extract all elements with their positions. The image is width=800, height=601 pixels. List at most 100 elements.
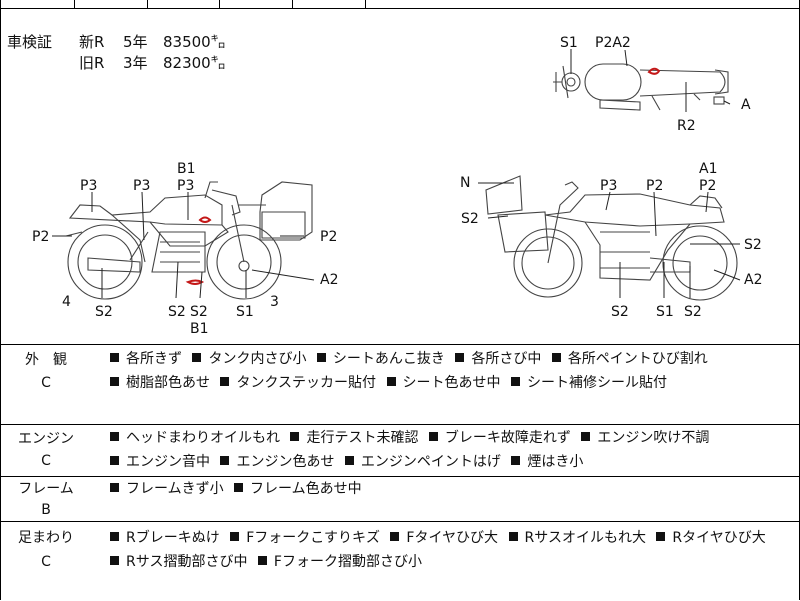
label-r2: R2 xyxy=(677,118,696,134)
section-suspension: 足まわり C Rブレーキぬけ Fフォークこすりキズ Fタイヤひび大 Rサスオイル… xyxy=(0,521,800,601)
cert-mileage: 83500㌔ xyxy=(163,33,226,51)
section-name: エンジン xyxy=(18,431,74,447)
list-item: Rサス摺動部さび中 xyxy=(104,554,247,570)
list-item: エンジン吹け不調 xyxy=(575,430,709,446)
bullet-square-icon xyxy=(508,532,518,541)
label-p2: P2 xyxy=(32,229,49,245)
label-b1: B1 xyxy=(177,161,196,177)
label-s2: S2 xyxy=(168,304,186,320)
label-s1: S1 xyxy=(560,35,578,51)
section-engine: エンジン C ヘッドまわりオイルもれ 走行テスト未確認 ブレーキ故障走れず エン… xyxy=(0,424,800,477)
list-item: 各所さび中 xyxy=(449,351,541,367)
header-cell xyxy=(147,0,220,8)
label-s2: S2 xyxy=(95,304,113,320)
list-item: エンジン音中 xyxy=(104,454,210,470)
motorcycle-damage-diagram: S1 P2A2 R2 A B1 P3 P3 P3 P2 P2 A2 4 S2 S… xyxy=(32,35,762,337)
label-4: 4 xyxy=(62,294,71,310)
section-grade: B xyxy=(41,502,51,518)
motorcycle-left-side-drawing xyxy=(65,181,313,300)
bullet-square-icon xyxy=(290,432,300,441)
frame-left-border xyxy=(0,0,1,600)
bullet-square-icon xyxy=(110,432,119,441)
cert-kind: 新R xyxy=(79,33,105,51)
list-item: エンジン色あせ xyxy=(214,454,334,470)
section-name: 外 観 xyxy=(25,352,67,368)
bullet-square-icon xyxy=(257,556,267,565)
header-cell xyxy=(74,0,148,8)
cert-kind: 旧R xyxy=(79,54,105,72)
list-item: 各所ペイントひび割れ xyxy=(546,351,708,367)
section-name: 足まわり xyxy=(18,530,74,546)
certificate-label: 車検証 xyxy=(7,33,53,51)
damage-mark xyxy=(185,279,205,285)
list-item: ヘッドまわりオイルもれ xyxy=(104,430,280,446)
damage-mark xyxy=(198,216,212,223)
section-frame: フレーム B フレームきず小 フレーム色あせ中 xyxy=(0,476,800,522)
list-item: シート色あせ中 xyxy=(381,375,501,391)
list-item: シート補修シール貼付 xyxy=(505,375,667,391)
list-item: 各所きず xyxy=(104,351,182,367)
label-p2a2: P2A2 xyxy=(595,35,631,51)
list-item: 樹脂部色あせ xyxy=(104,375,210,391)
bullet-square-icon xyxy=(581,432,591,441)
list-item: タンク内さび小 xyxy=(186,351,306,367)
label-p3: P3 xyxy=(177,178,194,194)
list-item: ブレーキ故障走れず xyxy=(423,430,571,446)
label-s1: S1 xyxy=(236,304,254,320)
bullet-square-icon xyxy=(110,556,119,565)
label-s2: S2 xyxy=(461,211,479,227)
bullet-square-icon xyxy=(110,353,119,362)
bullet-square-icon xyxy=(234,483,244,492)
list-item: Fフォークこすりキズ xyxy=(224,530,380,546)
label-p3: P3 xyxy=(133,178,150,194)
list-item: エンジンペイントはげ xyxy=(339,454,501,470)
bullet-square-icon xyxy=(110,483,119,492)
list-item: Rサスオイルもれ大 xyxy=(503,530,646,546)
list-item: Rブレーキぬけ xyxy=(104,530,220,546)
bullet-square-icon xyxy=(428,432,438,441)
header-cell xyxy=(219,0,293,8)
section-grade: C xyxy=(41,554,51,570)
cert-mileage: 82300㌔ xyxy=(163,54,226,72)
label-3: 3 xyxy=(270,294,279,310)
list-item: Fフォーク摺動部さび小 xyxy=(252,554,422,570)
bullet-square-icon xyxy=(390,532,400,541)
label-s2: S2 xyxy=(611,304,629,320)
label-s2: S2 xyxy=(744,237,762,253)
certificate-row-new: 新R 5年 83500㌔ xyxy=(79,32,226,53)
section-exterior: 外 観 C 各所きず タンク内さび小 シートあんこ抜き 各所さび中 各所ペイント… xyxy=(0,344,800,425)
label-p3: P3 xyxy=(600,178,617,194)
bullet-square-icon xyxy=(220,456,230,465)
bullet-square-icon xyxy=(110,532,119,541)
bullet-square-icon xyxy=(192,353,202,362)
list-item: フレーム色あせ中 xyxy=(228,481,362,497)
label-p3: P3 xyxy=(80,178,97,194)
bullet-square-icon xyxy=(511,456,521,465)
list-item: シートあんこ抜き xyxy=(311,351,445,367)
list-item: フレームきず小 xyxy=(104,481,224,497)
label-s1: S1 xyxy=(656,304,674,320)
damage-mark xyxy=(647,67,661,75)
motorcycle-right-side-drawing xyxy=(485,175,738,301)
label-a2: A2 xyxy=(744,272,762,288)
header-table-edge xyxy=(0,0,800,9)
label-a: A xyxy=(741,97,751,113)
section-grade: C xyxy=(41,375,51,391)
section-items: Rブレーキぬけ Fフォークこすりキズ Fタイヤひび大 Rサスオイルもれ大 Rタイ… xyxy=(104,526,780,574)
cert-years: 5年 xyxy=(123,33,148,51)
label-a2: A2 xyxy=(320,272,338,288)
bullet-square-icon xyxy=(455,353,465,362)
section-items: 各所きず タンク内さび小 シートあんこ抜き 各所さび中 各所ペイントひび割れ 樹… xyxy=(104,347,780,395)
bullet-square-icon xyxy=(551,353,561,362)
label-a1: A1 xyxy=(699,161,717,177)
bullet-square-icon xyxy=(110,456,119,465)
bullet-square-icon xyxy=(220,377,230,386)
list-item: Rタイヤひび大 xyxy=(650,530,766,546)
label-p2: P2 xyxy=(320,229,337,245)
header-cell xyxy=(292,0,366,8)
list-item: タンクステッカー貼付 xyxy=(214,375,376,391)
label-p2: P2 xyxy=(699,178,716,194)
